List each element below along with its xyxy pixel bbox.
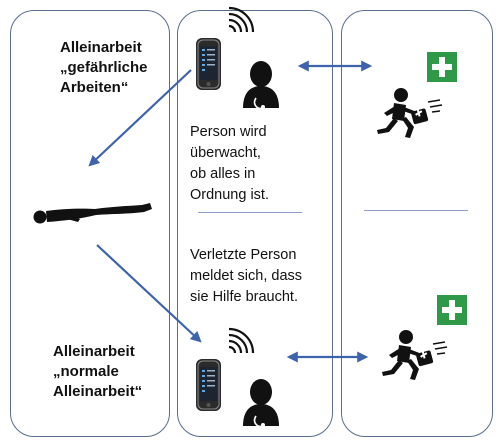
person-icon <box>242 378 280 428</box>
running-rescuer-icon <box>376 87 443 139</box>
smartphone-icon <box>195 37 222 91</box>
alarm-text-line-3: sie Hilfe braucht. <box>190 289 298 305</box>
alarm-text-line-1: Verletzte Person <box>190 247 297 263</box>
dangerous-work-label: Alleinarbeit „gefährliche Arbeiten“ <box>60 38 148 98</box>
left-panel <box>10 10 170 437</box>
monitoring-text: Person wird überwacht, ob alles in Ordnu… <box>190 122 269 206</box>
dangerous-work-label-line-2: „gefährliche <box>60 59 148 76</box>
monitoring-text-line-1: Person wird <box>190 124 267 140</box>
running-rescuer-icon <box>381 329 448 381</box>
person-icon <box>242 60 280 110</box>
lying-person-icon <box>33 203 152 224</box>
dangerous-work-label-line-1: Alleinarbeit <box>60 39 142 56</box>
signal-waves-icon <box>227 6 255 34</box>
alarm-text: Verletzte Person meldet sich, dass sie H… <box>190 245 302 308</box>
alarm-text-line-2: meldet sich, dass <box>190 268 303 284</box>
arrow-to-alarm-phone <box>96 244 202 343</box>
monitoring-text-line-4: Ordnung ist. <box>190 187 269 203</box>
smartphone-icon <box>195 358 222 412</box>
right-divider <box>364 210 468 211</box>
signal-waves-icon <box>227 327 255 355</box>
normal-work-label-line-3: Alleinarbeit“ <box>53 383 143 400</box>
right-panel <box>341 10 493 437</box>
normal-work-label-line-1: Alleinarbeit <box>53 343 135 360</box>
normal-work-label-line-2: „normale <box>53 363 119 380</box>
monitoring-text-line-3: ob alles in <box>190 166 256 182</box>
dangerous-work-label-line-3: Arbeiten“ <box>60 79 129 96</box>
middle-divider <box>198 212 302 213</box>
monitoring-text-line-2: überwacht, <box>190 145 261 161</box>
first-aid-icon <box>427 52 457 82</box>
arrow-to-lying-person <box>88 69 192 167</box>
normal-work-label: Alleinarbeit „normale Alleinarbeit“ <box>53 342 142 402</box>
first-aid-icon <box>437 295 467 325</box>
